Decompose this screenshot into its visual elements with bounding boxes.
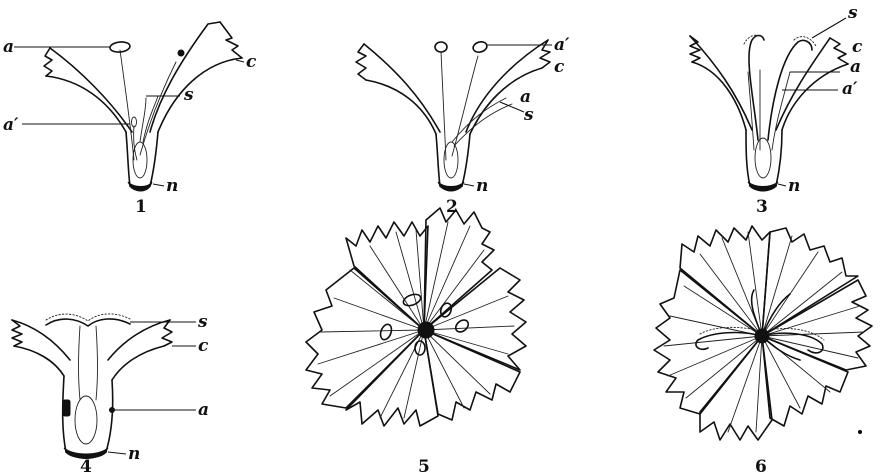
figure-3-label-s: s [847, 3, 858, 23]
figure-2-label-n: n [476, 176, 488, 196]
figure-1-label-a: a [3, 37, 14, 57]
figure-4-number: 4 [80, 457, 92, 475]
figure-3-number: 3 [756, 197, 768, 217]
figure-6-number: 6 [755, 457, 767, 475]
figure-5-drawing [306, 208, 526, 426]
figure-1-label-c: c [246, 52, 257, 72]
figure-1-label-n: n [166, 176, 178, 196]
figure-4-leaders [108, 322, 196, 454]
figure-3-label-a-prime: a′ [842, 79, 858, 99]
figure-4-label-a: a [198, 400, 209, 420]
figure-1-label-a-prime: a′ [3, 115, 19, 135]
figure-3-leaders [778, 18, 846, 186]
figure-1-label-s: s [183, 85, 194, 105]
figure-1-number: 1 [135, 197, 147, 217]
figure-3-label-c: c [852, 37, 863, 57]
figure-3-label-a: a [850, 57, 861, 77]
figure-3-drawing [690, 35, 848, 191]
figure-2-label-c: c [554, 57, 565, 77]
figure-3-label-n: n [788, 176, 800, 196]
figure-4-label-n: n [128, 444, 140, 464]
figure-2-leaders [464, 45, 552, 186]
figure-2-label-s: s [523, 105, 534, 125]
figure-4-label-c: c [198, 336, 209, 356]
figure-4-label-s: s [197, 312, 208, 332]
figure-5-number: 5 [418, 457, 430, 475]
figure-2-label-a-prime: a′ [554, 35, 570, 55]
figure-2-label-a: a [520, 87, 531, 107]
figure-4-drawing [12, 314, 172, 459]
figure-6-drawing [654, 226, 872, 440]
figure-2-drawing [356, 40, 550, 191]
